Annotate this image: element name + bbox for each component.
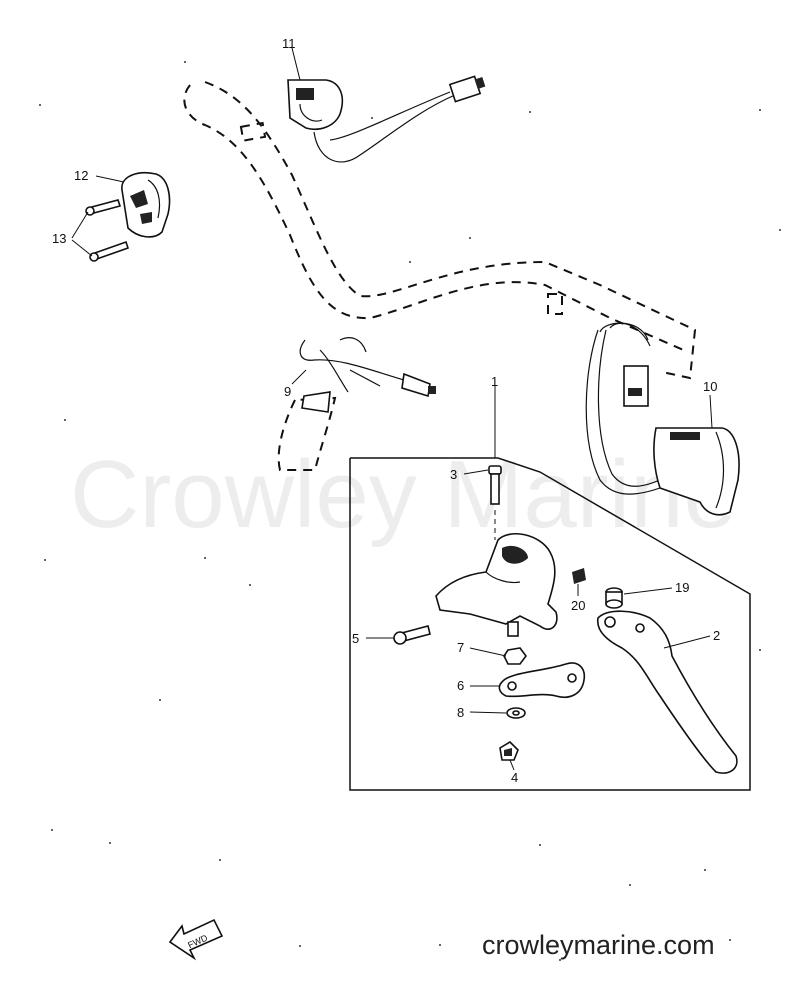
callout-19: 19 xyxy=(675,580,689,595)
callout-6: 6 xyxy=(457,678,464,693)
callout-4: 4 xyxy=(511,770,518,785)
callout-20: 20 xyxy=(571,598,585,613)
part-6-link xyxy=(498,662,586,698)
leader-lines xyxy=(71,47,713,771)
callout-1: 1 xyxy=(491,374,498,389)
part-2-lever xyxy=(597,610,738,774)
speckle-dots xyxy=(39,61,781,961)
part-9-sensor xyxy=(277,337,436,471)
part-13-screws xyxy=(85,199,130,262)
callout-11: 11 xyxy=(282,36,296,51)
part-7-nut xyxy=(503,647,527,665)
part-19-bushing xyxy=(605,587,623,609)
callout-5: 5 xyxy=(352,631,359,646)
site-label: crowleymarine.com xyxy=(482,930,715,960)
handlebar-outline xyxy=(183,81,697,380)
part-4-nut xyxy=(499,740,519,761)
callouts: 11 12 13 9 10 1 3 5 20 19 2 7 6 8 4 xyxy=(52,36,720,785)
callout-9: 9 xyxy=(284,384,291,399)
callout-7: 7 xyxy=(457,640,464,655)
part-1-bracket xyxy=(435,532,558,637)
part-20-clip xyxy=(572,568,586,584)
part-10-switch xyxy=(585,322,740,516)
callout-3: 3 xyxy=(450,467,457,482)
callout-13: 13 xyxy=(52,231,66,246)
part-8-washer xyxy=(506,707,526,719)
callout-10: 10 xyxy=(703,379,717,394)
callout-12: 12 xyxy=(74,168,88,183)
callout-8: 8 xyxy=(457,705,464,720)
fwd-arrow-icon: FWD xyxy=(168,918,224,961)
part-5-bolt xyxy=(393,625,431,645)
part-12-housing xyxy=(121,172,171,238)
part-3-bolt xyxy=(488,465,502,540)
callout-2: 2 xyxy=(713,628,720,643)
detail-frame xyxy=(349,457,751,791)
part-11-switch xyxy=(287,75,486,163)
